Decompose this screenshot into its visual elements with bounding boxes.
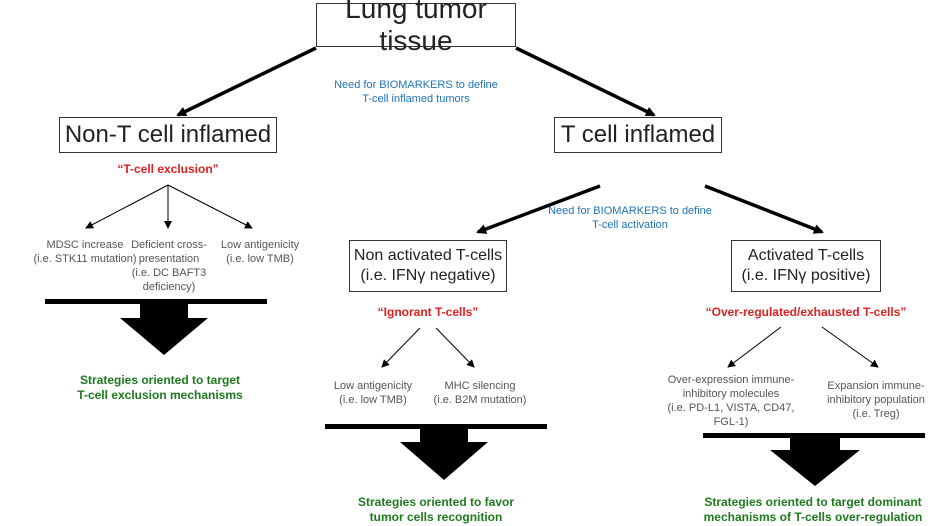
middle-strategy-line2: tumor cells recognition [369, 510, 503, 524]
arrow-act-item-1 [727, 326, 782, 368]
arrow-nonact-item-2 [435, 327, 475, 368]
arrow-nonact-item-1 [381, 327, 421, 368]
non-activated-line1: Non activated T-cells [353, 247, 503, 264]
right-strategy-line1: Strategies oriented to target dominant [704, 495, 922, 509]
act-item-1-line3: (i.e. PD-L1, VISTA, CD47, [667, 402, 795, 414]
root-label: Lung tumor tissue [345, 0, 487, 56]
arrow-left-item-3 [167, 184, 253, 229]
top-note-line1: Need for BIOMARKERS to define [334, 79, 498, 91]
act-item-2-line2: inhibitory population [827, 394, 925, 406]
left-item-low-antigenicity: Low antigenicity (i.e. low TMB) [210, 238, 310, 266]
left-item-1-line2: (i.e. STK11 mutation) [33, 253, 137, 265]
top-note-line2: T-cell inflamed tumors [362, 93, 470, 105]
activation-note-line2: T-cell activation [592, 219, 668, 231]
nonact-item-mhc-silencing: MHC silencing (i.e. B2M mutation) [420, 379, 540, 407]
arrow-right-to-nonactivated [476, 184, 601, 234]
left-strategy-line2: T-cell exclusion mechanisms [77, 388, 243, 402]
bar-right [703, 433, 925, 438]
act-item-over-expression: Over-expression immune- inhibitory molec… [658, 373, 804, 429]
arrow-root-to-right [515, 46, 656, 117]
arrow-left-item-1 [85, 184, 169, 229]
non-t-cell-inflamed-box: Non-T cell inflamed [59, 117, 277, 153]
left-item-3-line1: Low antigenicity [220, 239, 300, 251]
left-item-2-line2: presentation [138, 253, 200, 265]
block-arrow-left [120, 304, 208, 355]
block-arrow-right [770, 438, 860, 486]
nonact-item-1-line2: (i.e. low TMB) [339, 394, 407, 406]
middle-strategy-line1: Strategies oriented to favor [357, 495, 515, 509]
block-arrow-middle [400, 429, 488, 480]
bar-middle [325, 424, 547, 429]
t-cell-inflamed-box: T cell inflamed [554, 117, 722, 153]
arrow-root-to-left [176, 46, 317, 117]
t-cell-inflamed-label: T cell inflamed [560, 121, 716, 148]
nonact-item-2-line1: MHC silencing [444, 380, 516, 392]
activation-note-line1: Need for BIOMARKERS to define [548, 205, 712, 217]
left-item-mdsc: MDSC increase (i.e. STK11 mutation) [10, 238, 160, 266]
activated-t-cells-box: Activated T-cells (i.e. IFNγ positive) [731, 240, 881, 292]
left-item-cross-presentation: Deficient cross- presentation (i.e. DC B… [118, 238, 220, 294]
act-item-2-line3: (i.e. Treg) [852, 408, 900, 420]
left-item-3-line2: (i.e. low TMB) [226, 253, 294, 265]
arrow-act-item-2 [821, 326, 879, 368]
left-strategy: Strategies oriented to target T-cell exc… [40, 373, 280, 403]
right-strategy-line2: mechanisms of T-cells over-regulation [703, 510, 923, 524]
left-strategy-line1: Strategies oriented to target [79, 373, 241, 387]
left-item-2-line3: (i.e. DC BAFT3 [131, 267, 207, 279]
over-regulated-label: “Over-regulated/exhausted T-cells” [705, 305, 907, 319]
non-activated-line2: (i.e. IFNγ negative) [360, 267, 496, 284]
nonact-item-2-line2: (i.e. B2M mutation) [433, 394, 527, 406]
activated-line1: Activated T-cells [747, 247, 865, 264]
act-item-1-line4: FGL-1) [713, 416, 749, 428]
root-box: Lung tumor tissue [316, 0, 516, 56]
t-cell-exclusion-label: “T-cell exclusion” [117, 162, 219, 176]
activated-line2: (i.e. IFNγ positive) [741, 267, 871, 284]
ignorant-t-cells-label: “Ignorant T-cells” [377, 305, 479, 319]
activation-biomarker-note: Need for BIOMARKERS to define T-cell act… [530, 204, 730, 232]
act-item-1-line1: Over-expression immune- [667, 374, 795, 386]
middle-strategy: Strategies oriented to favor tumor cells… [324, 495, 548, 525]
act-item-1-line2: inhibitory molecules [682, 388, 780, 400]
left-item-2-line1: Deficient cross- [131, 239, 207, 251]
right-strategy: Strategies oriented to target dominant m… [688, 495, 938, 525]
act-item-expansion: Expansion immune- inhibitory population … [816, 379, 936, 421]
non-activated-t-cells-box: Non activated T-cells (i.e. IFNγ negativ… [349, 240, 507, 292]
nonact-item-1-line1: Low antigenicity [333, 380, 413, 392]
left-item-1-line1: MDSC increase [46, 239, 124, 251]
left-item-2-line4: deficiency) [142, 281, 196, 293]
top-biomarker-note: Need for BIOMARKERS to define T-cell inf… [316, 78, 516, 106]
non-t-cell-label: Non-T cell inflamed [64, 121, 272, 148]
nonact-item-low-antigenicity: Low antigenicity (i.e. low TMB) [318, 379, 428, 407]
bar-left [45, 299, 267, 304]
arrow-right-to-activated [704, 184, 824, 234]
act-item-2-line1: Expansion immune- [827, 380, 925, 392]
